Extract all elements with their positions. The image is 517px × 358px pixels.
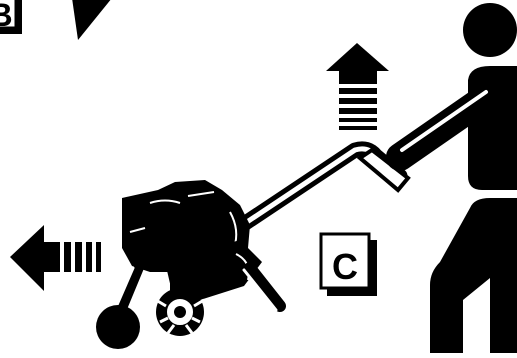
callout-b: B xyxy=(0,0,22,34)
callout-c: C xyxy=(321,234,377,296)
up-arrow-icon xyxy=(326,43,389,130)
tiller-front-wheel xyxy=(96,305,140,349)
callout-b-letter: B xyxy=(0,0,13,33)
down-pointer-icon xyxy=(72,0,112,40)
callout-c-letter: C xyxy=(332,246,358,287)
tiller-drag-bar xyxy=(250,268,280,306)
operator-head xyxy=(463,3,517,57)
operator-figure xyxy=(400,3,517,353)
operator-legs xyxy=(430,198,517,353)
left-arrow-icon xyxy=(10,225,101,291)
